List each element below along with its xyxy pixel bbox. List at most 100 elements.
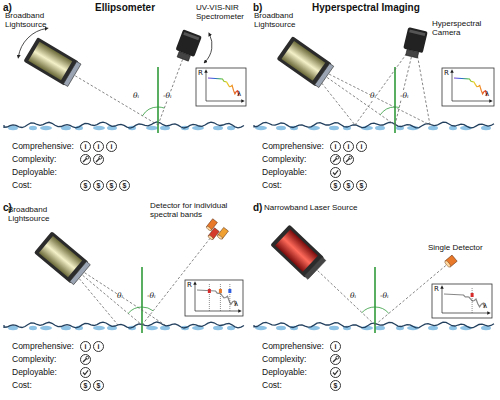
angle-arc: [362, 307, 375, 313]
angle-arc: [128, 307, 142, 313]
rough-surface: [254, 122, 494, 128]
detector: [202, 219, 228, 245]
complexity-icon: [331, 155, 341, 165]
cost-icon: $: [80, 380, 91, 391]
surface-blob: [428, 326, 438, 330]
surface-blob: [375, 326, 385, 330]
rough-surface: [4, 322, 244, 328]
deployable-icon: [81, 368, 91, 378]
cost-icon: $: [330, 180, 341, 191]
reflectance-curve: [444, 294, 485, 308]
wrench-head: [349, 156, 352, 159]
axis-label: λ: [485, 91, 489, 98]
complexity-icon: [344, 155, 354, 165]
angle-label: θᵢ: [350, 292, 356, 300]
surface-blob: [40, 326, 52, 330]
drawing-part: [206, 226, 212, 232]
band-line: [229, 284, 230, 311]
info-icon: i: [330, 141, 341, 152]
axes: [452, 71, 491, 101]
surface-blob: [29, 126, 37, 130]
cost-icon: $: [343, 180, 354, 191]
criterion-label: Deployable:: [262, 168, 307, 177]
drawing-part: [183, 32, 199, 40]
angle-arc: [380, 107, 395, 115]
device-label: Broadband Lightsource: [8, 206, 68, 224]
device-label: Broadband Lightsource: [5, 12, 60, 30]
angle-arc: [395, 107, 399, 109]
complexity-icon: [81, 155, 91, 165]
drawing-part: [208, 235, 214, 241]
device-label: Single Detector: [428, 244, 483, 253]
surface-blob: [276, 126, 286, 130]
criterion-label: Deployable:: [12, 368, 57, 377]
axis-label: λ: [237, 91, 241, 98]
angle-arc: [143, 107, 159, 116]
surface-blob: [329, 126, 339, 130]
device-label: Broadband Lightsource: [254, 12, 309, 30]
device-label: Detector for individual spectral bands: [150, 202, 245, 220]
criterion-label: Complexity:: [262, 355, 306, 364]
criterion-label: Complexity:: [12, 355, 56, 364]
band-mark: [208, 289, 211, 293]
spectrum-inset: [196, 68, 246, 106]
complexity-icon: [94, 155, 104, 165]
detector: [402, 27, 428, 59]
angle-label: -θᵢ: [147, 292, 156, 300]
surface-blob: [449, 126, 457, 130]
angle-arc: [142, 307, 153, 311]
info-icon: i: [106, 141, 117, 152]
reflectance-curve: [454, 78, 487, 96]
light-source: [23, 37, 81, 87]
surface-normal: [374, 267, 376, 333]
complexity-icon: [331, 355, 341, 365]
adjust-arrow: [18, 28, 46, 56]
cost-icon: $: [106, 180, 117, 191]
axis-label: R: [198, 70, 203, 77]
light-source: [270, 225, 326, 280]
criterion-label: Complexity:: [12, 155, 56, 164]
criterion-label: Comprehensive:: [262, 342, 324, 351]
complexity-icon: [81, 355, 91, 365]
band-line: [472, 288, 473, 313]
drawing-part: [409, 29, 425, 36]
angle-label: -θᵢ: [380, 292, 389, 300]
band-line: [209, 284, 210, 311]
drawing-part: [177, 51, 190, 61]
light-source: [34, 231, 91, 285]
criterion-label: Cost:: [12, 181, 32, 190]
angle-label: -θᵢ: [163, 92, 172, 100]
band-line: [220, 284, 221, 311]
cost-icon: $: [356, 180, 367, 191]
info-icon: i: [80, 341, 91, 352]
reflectance-curve: [208, 78, 239, 96]
surface-blob: [375, 126, 385, 130]
axis-label: λ: [483, 303, 487, 310]
detector: [444, 255, 457, 268]
surface-blob: [213, 326, 223, 330]
info-icon: i: [93, 141, 104, 152]
device-label: Hyperspectral Camera: [432, 20, 494, 38]
criterion-label: Comprehensive:: [262, 142, 324, 151]
info-icon: i: [93, 341, 104, 352]
info-icon: i: [356, 141, 367, 152]
surface-normal: [141, 267, 143, 333]
drawing-part: [281, 41, 325, 81]
criterion-label: Deployable:: [262, 368, 307, 377]
cost-icon: $: [93, 180, 104, 191]
device-label: Narrowband Laser Source: [264, 204, 357, 213]
criterion-label: Comprehensive:: [12, 142, 74, 151]
angle-label: θᵢ: [133, 92, 139, 100]
surface-blob: [40, 126, 52, 130]
cost-icon: $: [80, 180, 91, 191]
criterion-label: Cost:: [262, 181, 282, 190]
surface-blob: [146, 326, 158, 330]
band-mark: [219, 289, 222, 293]
wrench-head: [99, 156, 102, 159]
rough-surface: [254, 322, 494, 328]
spectrum-inset: [185, 280, 243, 316]
cost-icon: $: [330, 380, 341, 391]
axes: [442, 287, 489, 313]
spectrum-inset: [432, 284, 492, 318]
